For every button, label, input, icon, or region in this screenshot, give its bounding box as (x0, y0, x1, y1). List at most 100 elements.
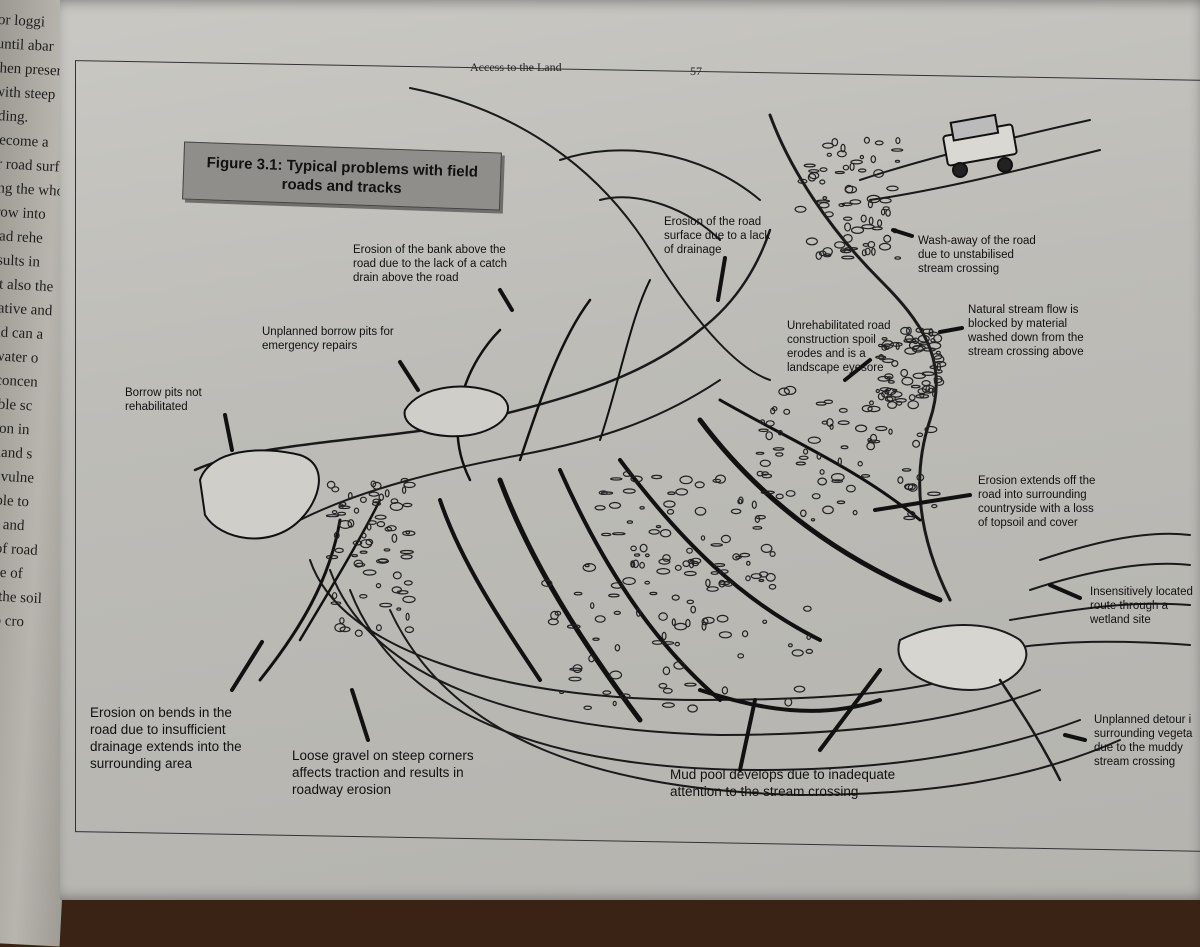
gravel-stone (745, 575, 751, 582)
gravel-stone (907, 483, 918, 492)
gravel-stone (900, 326, 911, 335)
gravel-stone (622, 488, 636, 494)
gravel-stone (878, 242, 892, 251)
gravel-stone (807, 173, 817, 182)
gravel-stone (400, 554, 413, 560)
gravel-stone (811, 493, 821, 500)
gravel-stone (878, 343, 883, 348)
gravel-stone (755, 451, 765, 455)
gravel-stone (919, 392, 925, 398)
gravel-stone (877, 375, 891, 382)
gravel-stone (384, 526, 393, 532)
gravel-stone (924, 425, 938, 434)
gravel-stone (354, 629, 363, 637)
gravel-stone (686, 547, 693, 554)
gravel-stone (822, 196, 828, 201)
gravel-stone (372, 481, 382, 490)
gravel-stone (612, 700, 617, 707)
gravel-stone (886, 185, 899, 192)
gravel-stone (785, 490, 796, 497)
gravel-stone (559, 690, 565, 695)
gravel-stone (912, 337, 919, 345)
gravel-stone (403, 580, 413, 586)
gravel-stone (794, 205, 807, 213)
gravel-stone (888, 428, 893, 435)
gravel-stone (759, 419, 766, 425)
gravel-stone (392, 571, 402, 580)
gravel-stone (386, 525, 397, 532)
gravel-stone (639, 543, 648, 553)
gravel-stone (916, 432, 924, 438)
gravel-stone (777, 429, 783, 436)
gravel-stone (391, 533, 398, 543)
gravel-stone (871, 247, 876, 256)
gravel-stone (863, 136, 871, 144)
stream (768, 113, 952, 602)
gravel-stone (819, 179, 826, 185)
gravel-stone (750, 573, 763, 580)
gravel-stone (685, 618, 691, 628)
gravel-stone (375, 582, 382, 589)
gravel-stone (377, 558, 389, 563)
gravel-stone (859, 154, 865, 160)
gravel-stone (718, 579, 726, 588)
gravel-stone (403, 481, 416, 489)
gravel-stone (720, 534, 732, 544)
gravel-stone (852, 509, 858, 516)
gravel-stone (639, 561, 645, 569)
road-erosion-illustration (193, 87, 1191, 797)
gravel-stone (688, 559, 695, 569)
gravel-stone (368, 491, 380, 497)
gravel-stone (802, 448, 809, 455)
gravel-stone (819, 469, 825, 475)
gravel-stone (367, 520, 377, 525)
gravel-stone (572, 664, 583, 674)
gravel-stone (869, 433, 878, 443)
arrow-icon (891, 228, 914, 238)
gravel-stone (752, 526, 763, 530)
gravel-stone (582, 562, 597, 572)
gravel-stone (339, 617, 345, 624)
ridge-line-2 (599, 196, 721, 241)
gravel-stone (840, 249, 852, 254)
gravel-stone (808, 171, 820, 180)
gravel-stone (841, 202, 853, 207)
gravel-stone (378, 493, 385, 501)
vehicle-icon (942, 113, 1018, 178)
gravel-stone (702, 616, 715, 624)
running-header: Access to the Land (470, 60, 562, 74)
gravel-stone (830, 473, 845, 482)
label-mud-pool: Mud pool develops due to inadequate atte… (670, 767, 896, 799)
gravel-stone (860, 474, 871, 478)
gravel-stone (765, 572, 776, 582)
gravel-stone (816, 452, 822, 460)
gravel-stone (805, 648, 814, 655)
gravel-stone (594, 615, 606, 623)
gravel-stone (929, 365, 938, 370)
gravel-stone (860, 214, 867, 223)
gravel-stone (331, 486, 340, 493)
gravel-stone (798, 455, 809, 460)
gravel-stone (710, 543, 723, 547)
gravel-stone (362, 569, 377, 576)
gravel-stone (355, 562, 366, 568)
gravel-stone (936, 362, 942, 372)
gravel-stone (644, 580, 651, 585)
gravel-stone (608, 593, 620, 598)
gully (438, 498, 542, 682)
gravel-stone (339, 501, 347, 507)
gravel-stone (927, 341, 942, 350)
gravel-stone (838, 407, 848, 413)
gravel-stone (630, 475, 643, 483)
gravel-stone (662, 666, 671, 676)
gravel-stone (927, 491, 941, 497)
gravel-stone (609, 670, 623, 680)
gully (558, 468, 722, 702)
gravel-stone (366, 523, 372, 531)
gravel-stone (901, 376, 914, 386)
label-borrow-pits-emergency: Unplanned borrow pits for emergency repa… (262, 326, 394, 352)
gravel-stone (879, 387, 892, 392)
gravel-stone (916, 473, 925, 482)
gravel-stone (353, 507, 360, 514)
gravel-stone (910, 384, 921, 389)
